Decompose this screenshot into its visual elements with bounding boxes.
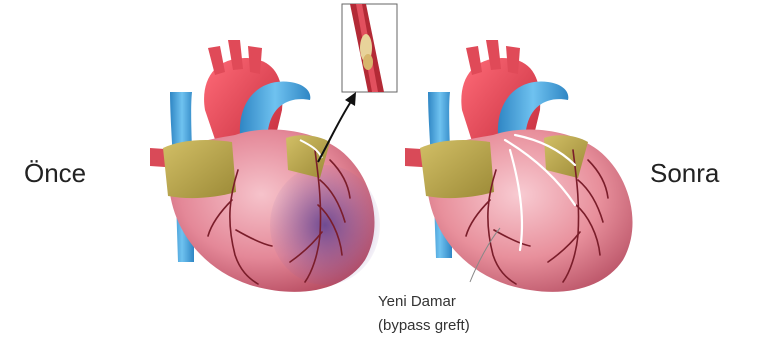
atrium-fat-before: [163, 140, 236, 198]
atrium-fat-after: [420, 140, 494, 198]
ischemic-area: [270, 165, 380, 285]
before-label: Önce: [24, 158, 86, 189]
blockage-inset: [342, 4, 397, 92]
graft-label-line2: (bypass greft): [378, 314, 470, 338]
heart-after: [405, 40, 633, 292]
graft-label-line1: Yeni Damar: [378, 290, 470, 314]
graft-label: Yeni Damar (bypass greft): [378, 290, 470, 338]
after-label: Sonra: [650, 158, 719, 189]
